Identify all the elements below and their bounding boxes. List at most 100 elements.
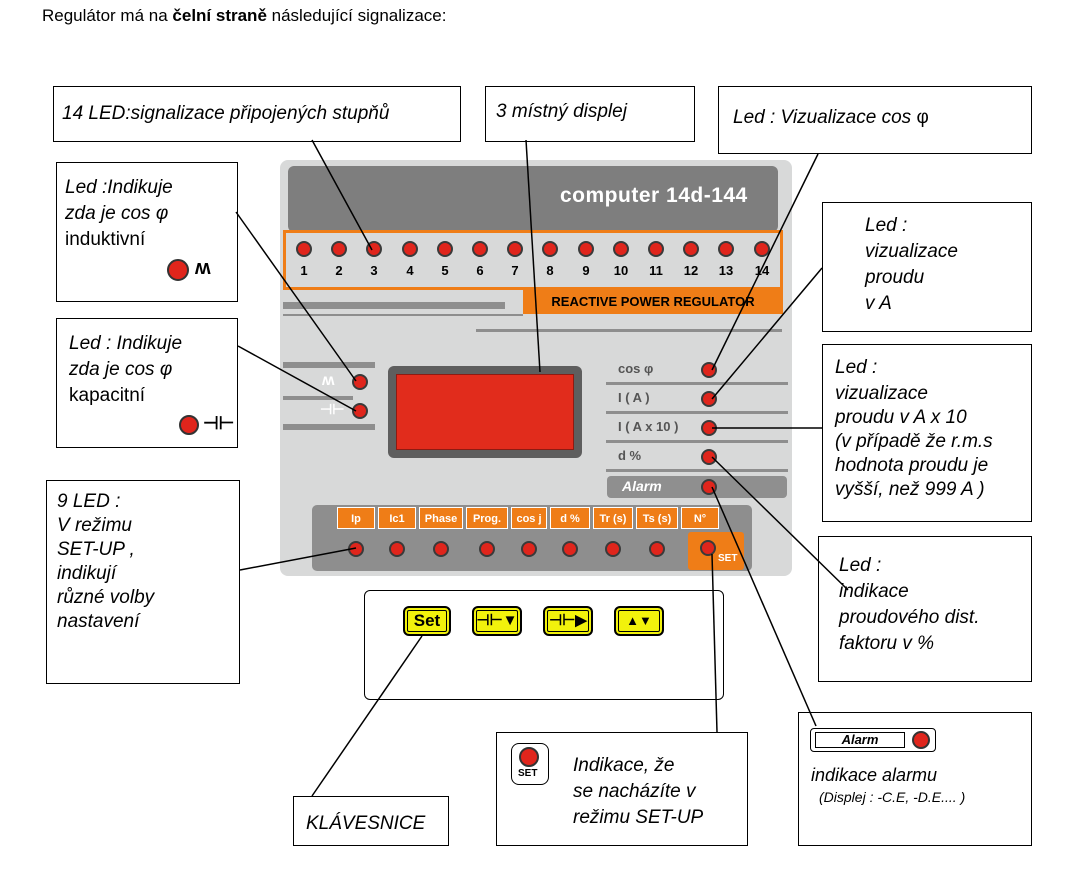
callout-current-l1: Led :: [865, 215, 908, 236]
step-led: [718, 241, 734, 257]
callout-x10-l2: vizualizace: [835, 383, 928, 404]
step-led-number: 1: [300, 263, 308, 278]
capacitor-right-key[interactable]: ⊣⊢▶: [543, 606, 593, 636]
capacitor-down-key[interactable]: ⊣⊢▼: [472, 606, 522, 636]
callout-keyboard-text: KLÁVESNICE: [306, 813, 426, 834]
panel-stripe: [606, 469, 788, 472]
heading-suffix: následující signalizace:: [266, 6, 447, 25]
callout-cos-text: Led : Vizualizace cos φ: [733, 105, 929, 130]
setup-option-label: N°: [681, 507, 719, 529]
callout-led14-text: 14 LED:signalizace připojených stupňů: [62, 103, 390, 124]
heading-prefix: Regulátor má na: [42, 6, 173, 25]
callout-nine-l2: V režimu: [57, 515, 132, 536]
step-led-number: 2: [335, 263, 343, 278]
step-led-number: 9: [582, 263, 590, 278]
alarm-legend-led: [912, 731, 930, 749]
current-led: [701, 391, 717, 407]
step-led-number: 4: [406, 263, 414, 278]
setup-option-led: [389, 541, 405, 557]
setup-option-led: [521, 541, 537, 557]
step-led: [402, 241, 418, 257]
panel-stripe: [606, 440, 788, 443]
step-led-number: 5: [441, 263, 449, 278]
step-led: [754, 241, 770, 257]
callout-x10-l5: hodnota proudu je: [835, 455, 989, 476]
callout-led14: 14 LED:signalizace připojených stupňů: [53, 86, 461, 142]
current-x10-led: [701, 420, 717, 436]
panel-stripe: [606, 411, 788, 414]
inductive-led: [352, 374, 368, 390]
panel-stripe: [283, 302, 505, 309]
label-current: I ( A ): [618, 390, 650, 405]
callout-alarm-l1: indikace alarmu: [811, 765, 938, 785]
label-current-x10: I ( A x 10 ): [618, 419, 679, 434]
label-distortion: d %: [618, 448, 642, 463]
heading-bold: čelní straně: [172, 6, 267, 25]
device-name: computer 14d-144: [560, 184, 748, 207]
setup-option-led: [649, 541, 665, 557]
setup-option-led: [605, 541, 621, 557]
setup-option-label: Prog.: [466, 507, 508, 529]
step-led: [331, 241, 347, 257]
callout-distortion: Led : indikace proudového dist. faktoru …: [818, 536, 1032, 682]
callout-setup-l2: se nacházíte v: [573, 781, 696, 802]
set-label: SET: [718, 553, 738, 564]
callout-capacitive-l3: kapacitní: [69, 385, 146, 406]
capacitive-led: [352, 403, 368, 419]
callout-nine-l4: indikují: [57, 563, 117, 584]
cos-led: [701, 362, 717, 378]
phi-symbol: φ: [916, 107, 929, 128]
capacitive-legend-led: [179, 415, 199, 435]
callout-inductive-l1: Led :Indikuje: [65, 177, 173, 198]
alarm-legend-label: Alarm: [815, 732, 905, 748]
setup-option-label: Ip: [337, 507, 375, 529]
three-digit-display: [396, 374, 574, 450]
callout-x10-l1: Led :: [835, 357, 878, 378]
callout-setup-l3: režimu SET-UP: [573, 807, 704, 828]
callout-capacitive: Led : Indikuje zda je cos φ kapacitní ⊣⊢: [56, 318, 238, 448]
callout-current-l3: proudu: [865, 267, 925, 288]
step-led: [507, 241, 523, 257]
callout-dist-l2: indikace: [839, 581, 909, 602]
alarm-led: [701, 479, 717, 495]
panel-stripe: [283, 396, 353, 400]
setup-option-led: [562, 541, 578, 557]
page-heading: Regulátor má na čelní straně následující…: [42, 6, 446, 26]
step-led-number: 8: [546, 263, 554, 278]
setup-option-led: [479, 541, 495, 557]
callout-nine-led: 9 LED : V režimu SET-UP , indikují různé…: [46, 480, 240, 684]
up-down-key[interactable]: ▲▼: [614, 606, 664, 636]
callout-setup: SET Indikace, že se nacházíte v režimu S…: [496, 732, 748, 846]
step-led: [648, 241, 664, 257]
callout-setup-l1: Indikace, že: [573, 755, 675, 776]
callout-capacitive-l2: zda je cos φ: [69, 359, 173, 380]
capacitor-legend-icon: ⊣⊢: [203, 413, 235, 433]
panel-stripe: [283, 424, 375, 430]
callout-keyboard: KLÁVESNICE: [293, 796, 449, 846]
step-led: [437, 241, 453, 257]
step-led: [613, 241, 629, 257]
callout-nine-l1: 9 LED :: [57, 491, 121, 512]
step-led-number: 11: [649, 263, 663, 278]
step-led-frame: [283, 230, 783, 290]
inductive-legend-icon: ʍ: [195, 257, 211, 279]
setup-legend-badge: SET: [511, 743, 549, 785]
step-led-number: 3: [370, 263, 378, 278]
callout-inductive-l3: induktivní: [65, 229, 146, 250]
callout-x10-l4: (v případě že r.m.s: [835, 431, 993, 452]
alarm-label: Alarm: [622, 478, 662, 494]
callout-inductive-l2: zda je cos φ: [65, 203, 169, 224]
step-led: [542, 241, 558, 257]
callout-nine-l5: různé volby: [57, 587, 155, 608]
setup-mode-led: [700, 540, 716, 556]
callout-x10-l6: vyšší, než 999 A ): [835, 479, 985, 500]
set-key[interactable]: Set: [403, 606, 451, 636]
callout-display-text: 3 místný displej: [496, 101, 627, 122]
step-led: [472, 241, 488, 257]
callout-current-l4: v A: [865, 293, 892, 314]
step-led: [296, 241, 312, 257]
callout-cos-line: Led : Vizualizace cos: [733, 107, 917, 128]
setup-legend-led: [519, 747, 539, 767]
panel-stripe: [606, 382, 788, 385]
device-subtitle: REACTIVE POWER REGULATOR: [523, 290, 783, 314]
